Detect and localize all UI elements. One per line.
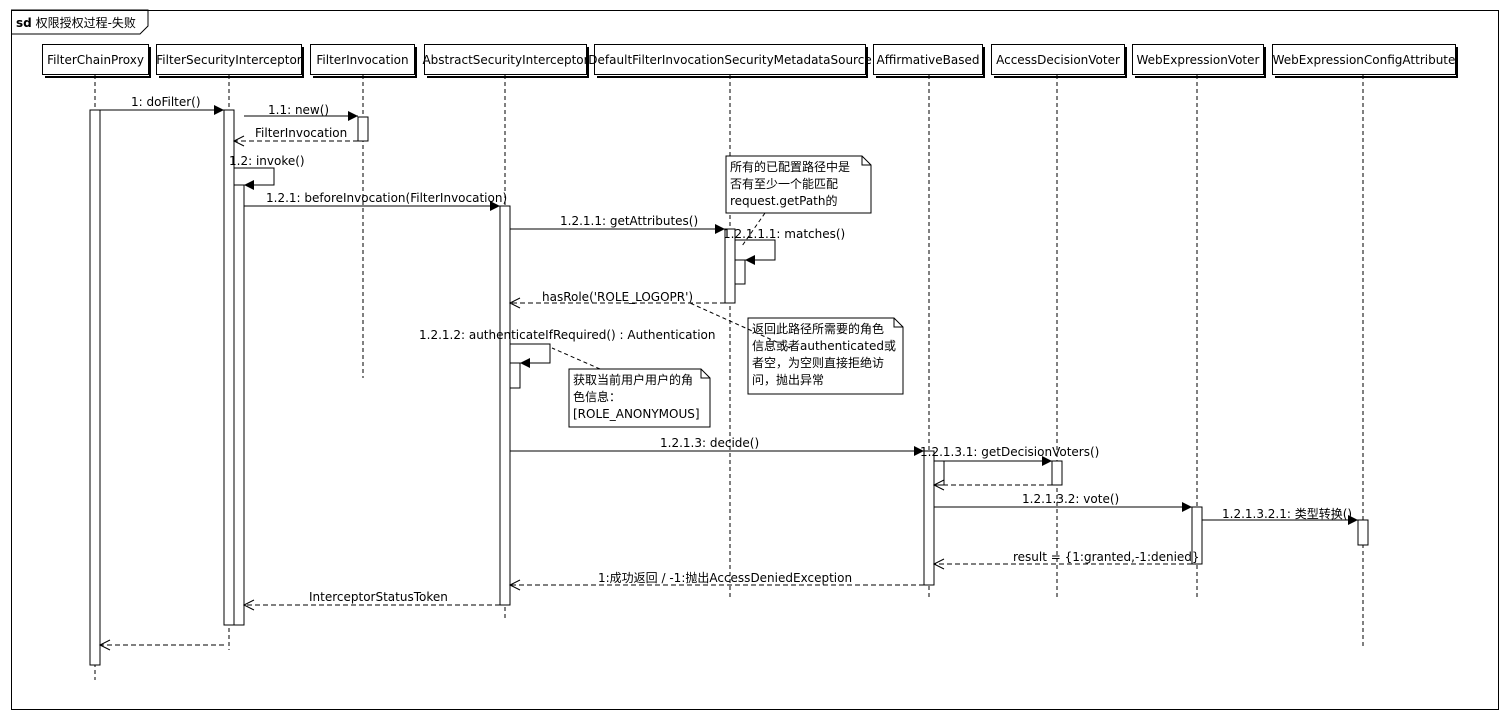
note-connector	[551, 347, 601, 370]
lifeline-label: AffirmativeBased	[876, 52, 980, 67]
lifeline-label: AccessDecisionVoter	[996, 52, 1120, 67]
activation-bar	[509, 362, 521, 389]
message-label: 1.2.1.3.1: getDecisionVoters()	[920, 445, 1100, 459]
frame-tab	[11, 9, 149, 35]
activation-bar	[357, 116, 369, 142]
lifeline-head-abstractsecurityinterceptor[interactable]: AbstractSecurityInterceptor	[422, 44, 589, 75]
message-label: InterceptorStatusToken	[309, 590, 448, 604]
activation-bar	[1357, 519, 1369, 546]
note-box	[725, 155, 872, 214]
lifeline-label: WebExpressionConfigAttribute	[1272, 52, 1456, 67]
frame-title-text: 权限授权过程-失败	[35, 16, 136, 30]
message-arrowhead	[1042, 456, 1052, 466]
note-line: 者空，为空则直接拒绝访	[752, 356, 885, 370]
note-fold	[861, 156, 871, 166]
message-label: 1.2: invoke()	[229, 154, 305, 168]
lifeline-label: DefaultFilterInvocationSecurityMetadataS…	[588, 52, 872, 67]
note-line: 返回此路径所需要的角色	[752, 322, 885, 336]
message-arrowhead	[490, 201, 500, 211]
message-label: 1.2.1.1.1: matches()	[723, 227, 846, 241]
return-arrowhead	[232, 135, 245, 147]
return-arrowhead	[242, 599, 255, 611]
note-line: 问，抛出异常	[752, 373, 825, 387]
return-arrowhead	[508, 297, 521, 309]
return-arrowhead	[98, 639, 111, 651]
lifeline-head-filterchainproxy[interactable]: FilterChainProxy	[42, 44, 149, 75]
frame-title: sd 权限授权过程-失败	[16, 14, 136, 31]
message-label: 1.2.1: beforeInvocation(FilterInvocation…	[266, 191, 508, 205]
message-arrowhead	[214, 105, 224, 115]
note-box	[568, 368, 711, 428]
lifeline-label: WebExpressionVoter	[1136, 52, 1260, 67]
message-arrowhead	[1348, 515, 1358, 525]
note-box	[747, 317, 904, 395]
return-arrowhead	[932, 479, 945, 491]
note-current-user-roles[interactable]: 获取当前用户用户的角 色信息： [ROLE_ANONYMOUS]	[569, 369, 710, 427]
activation-bar	[933, 460, 945, 486]
self-message-line	[234, 167, 275, 186]
lifeline-label: FilterSecurityInterceptor	[156, 52, 302, 67]
note-line: [ROLE_ANONYMOUS]	[573, 407, 700, 421]
activation-bar	[1191, 506, 1203, 565]
lifeline-head-accessdecisionvoter[interactable]: AccessDecisionVoter	[991, 44, 1125, 75]
message-arrowhead	[745, 255, 755, 265]
message-arrowhead	[520, 358, 530, 368]
message-label: FilterInvocation	[255, 126, 348, 140]
activation-bar	[923, 450, 935, 586]
lifeline-head-filtersecurityinterceptor[interactable]: FilterSecurityInterceptor	[156, 44, 302, 75]
note-required-roles[interactable]: 返回此路径所需要的角色 信息或者authenticated或 者空，为空则直接拒…	[748, 318, 903, 394]
note-connector	[689, 302, 791, 349]
activation-bar	[223, 109, 235, 626]
activation-bar	[499, 205, 511, 606]
lifeline-label: FilterInvocation	[316, 52, 409, 67]
lifeline-head-webexpressionconfigattribute[interactable]: WebExpressionConfigAttribute	[1272, 44, 1456, 75]
lifeline-label: FilterChainProxy	[47, 52, 144, 67]
lifeline-label: AbstractSecurityInterceptor	[422, 52, 589, 67]
message-label: hasRole('ROLE_LOGOPR')	[542, 290, 694, 304]
self-message-line	[735, 239, 776, 261]
message-arrowhead	[348, 111, 358, 121]
message-label: result = {1:granted,-1:denied}	[1013, 550, 1200, 564]
message-label: 1.1: new()	[268, 103, 330, 117]
activation-bar	[734, 259, 746, 285]
note-fold	[700, 369, 710, 379]
message-label: 1.2.1.3: decide()	[660, 436, 760, 450]
lifeline-head-filterinvocation[interactable]: FilterInvocation	[310, 44, 415, 75]
message-arrowhead	[715, 224, 725, 234]
note-line: 色信息：	[573, 390, 622, 404]
return-arrowhead	[932, 558, 945, 570]
message-arrowhead	[244, 180, 254, 190]
return-arrowhead	[508, 579, 521, 591]
message-label: 1:成功返回 / -1:抛出AccessDeniedException	[598, 571, 853, 585]
note-line: 所有的已配置路径中是	[730, 160, 851, 174]
lifeline-head-metadatasource[interactable]: DefaultFilterInvocationSecurityMetadataS…	[588, 44, 872, 75]
message-label: 1: doFilter()	[131, 95, 201, 109]
note-fold	[893, 318, 903, 328]
note-path-match[interactable]: 所有的已配置路径中是 否有至少一个能匹配 request.getPath的	[726, 156, 871, 213]
message-label: 1.2.1.2: authenticateIfRequired() : Auth…	[419, 328, 716, 342]
activation-bar	[1051, 460, 1063, 486]
activation-bar	[89, 109, 101, 666]
note-line: 否有至少一个能匹配	[730, 177, 839, 191]
self-message-line	[510, 343, 551, 364]
message-label: 1.2.1.3.2.1: 类型转换()	[1222, 507, 1353, 521]
lifeline-head-affirmativebased[interactable]: AffirmativeBased	[873, 44, 983, 75]
message-arrowhead	[914, 446, 924, 456]
lifeline-head-webexpressionvoter[interactable]: WebExpressionVoter	[1132, 44, 1264, 75]
message-arrowhead	[1182, 502, 1192, 512]
message-label: 1.2.1.1: getAttributes()	[560, 214, 699, 228]
note-line: 获取当前用户用户的角	[573, 373, 694, 387]
note-line: 信息或者authenticated或	[752, 339, 896, 353]
sequence-frame	[11, 10, 1499, 710]
frame-kind: sd	[16, 16, 32, 30]
activation-bar	[233, 184, 245, 626]
message-label: 1.2.1.3.2: vote()	[1022, 492, 1120, 506]
note-line: request.getPath的	[730, 194, 838, 208]
